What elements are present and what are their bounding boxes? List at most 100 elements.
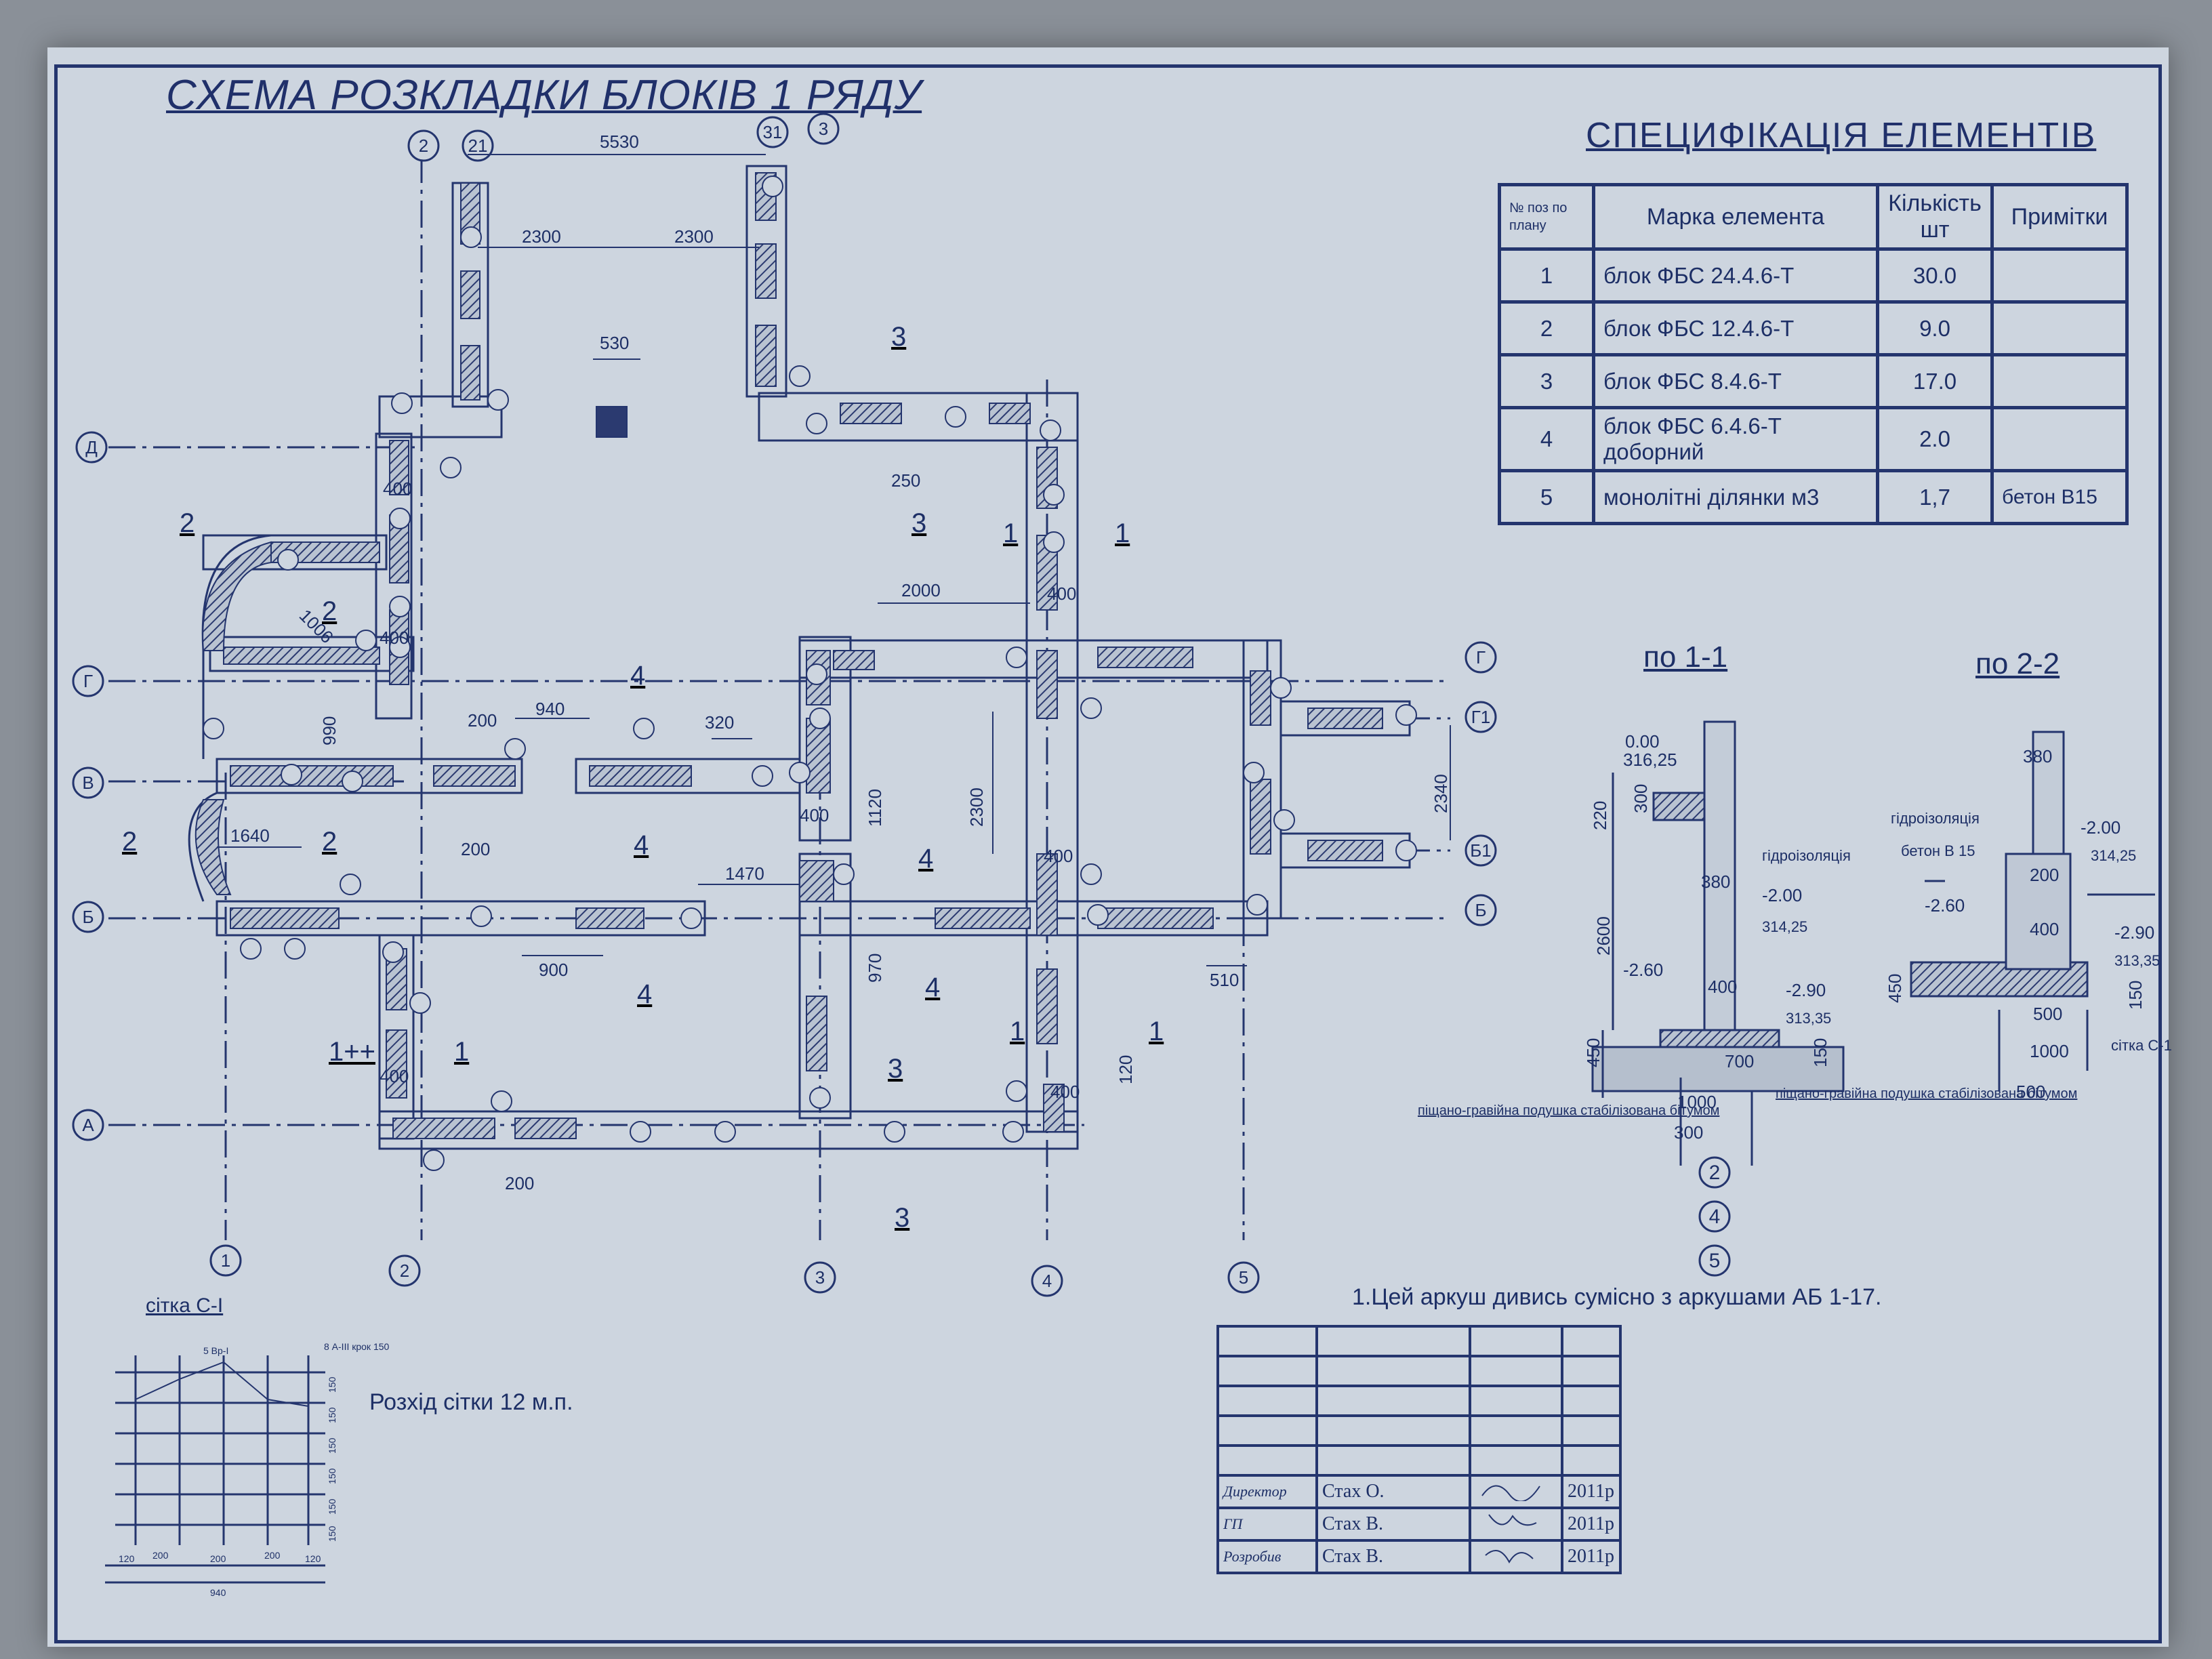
spec-header-notes: Примітки <box>1990 183 2129 251</box>
spec-header-mark: Марка елемента <box>1592 183 1879 251</box>
mesh-dim-200c: 200 <box>264 1550 281 1561</box>
svg-text:200: 200 <box>505 1173 534 1193</box>
svg-text:510: 510 <box>1210 970 1239 990</box>
svg-text:4: 4 <box>1042 1271 1052 1291</box>
sec1-level-290: -2.90 <box>1786 980 1826 1000</box>
svg-text:3: 3 <box>819 119 828 139</box>
dimension-lines <box>217 154 1451 966</box>
mesh-rebar-note: 5 Вр-І <box>203 1345 228 1356</box>
svg-text:400: 400 <box>1050 1082 1080 1102</box>
svg-text:940: 940 <box>535 699 565 719</box>
svg-text:400: 400 <box>1044 846 1073 866</box>
svg-text:5530: 5530 <box>600 131 639 152</box>
sec2-cushion: піщано-гравійна подушка стабілізована бі… <box>1776 1086 2077 1101</box>
svg-text:Г: Г <box>83 671 93 691</box>
title-block: Директор Стах О. 2011р ГП Стах В. 2011р … <box>1216 1325 1622 1574</box>
sec1-axis-5: 5 <box>1709 1250 1721 1272</box>
block-segments <box>194 172 1383 1139</box>
sec1-300b: 300 <box>1674 1122 1703 1143</box>
spec-mark: блок ФБС 12.4.6-Т <box>1592 300 1879 356</box>
svg-text:970: 970 <box>865 954 885 983</box>
stamp-row-empty <box>1216 1385 1622 1417</box>
sec1-level-0: 0.00 <box>1625 731 1660 752</box>
spec-qty: 17.0 <box>1876 353 1994 409</box>
sec1-700: 700 <box>1725 1051 1754 1071</box>
sec1-level-200: -2.00 <box>1762 885 1802 905</box>
spec-mark: блок ФБС 8.4.6-Т <box>1592 353 1879 409</box>
sec1-waterproofing: гідроізоляція <box>1762 847 1851 864</box>
sec2-1000: 1000 <box>2030 1041 2069 1061</box>
stamp-role: Розробив <box>1216 1539 1318 1574</box>
spec-mark: монолітні ділянки м3 <box>1592 469 1879 525</box>
svg-text:1: 1 <box>1010 1017 1025 1046</box>
stamp-year: 2011р <box>1561 1507 1622 1542</box>
sheet-note: 1.Цей аркуш дивись сумісно з аркушами АБ… <box>1352 1284 1882 1310</box>
table-row: Розробив Стах В. 2011р <box>1216 1539 1622 1574</box>
stamp-name: Стах О. <box>1315 1474 1471 1509</box>
stamp-role: ГП <box>1216 1507 1318 1542</box>
svg-text:3: 3 <box>895 1203 909 1233</box>
drawing-frame <box>54 64 2162 1643</box>
stamp-row-empty <box>1216 1325 1622 1357</box>
mesh-usage: Розхід сітки 12 м.п. <box>369 1389 573 1415</box>
svg-text:400: 400 <box>1047 583 1076 604</box>
block-markers <box>203 176 1417 1171</box>
sec1-1000: 1000 <box>1677 1092 1717 1112</box>
mesh-dim-940: 940 <box>210 1587 226 1598</box>
mesh-dim-150a: 150 <box>327 1376 337 1393</box>
svg-text:1: 1 <box>454 1037 469 1067</box>
svg-text:1: 1 <box>1149 1017 1164 1046</box>
svg-text:400: 400 <box>800 805 829 825</box>
mesh-dim-150d: 150 <box>327 1468 337 1484</box>
signature <box>1469 1474 1563 1509</box>
mesh-dim-150b: 150 <box>327 1407 337 1423</box>
mesh-dim-200a: 200 <box>152 1550 169 1561</box>
sec1-380: 380 <box>1701 872 1730 892</box>
svg-text:320: 320 <box>705 712 734 733</box>
sec2-150: 150 <box>2125 981 2146 1010</box>
svg-text:2340: 2340 <box>1431 774 1451 813</box>
stamp-row-empty <box>1216 1444 1622 1477</box>
spec-table: № поз по плану Марка елемента Кількість … <box>1498 183 2129 525</box>
section-2-label: по 2-2 <box>1975 647 2060 680</box>
svg-text:Б: Б <box>82 907 94 927</box>
sec1-150: 150 <box>1810 1038 1830 1067</box>
sec2-400: 400 <box>2030 919 2059 939</box>
stamp-year: 2011р <box>1561 1474 1622 1509</box>
svg-text:400: 400 <box>380 628 409 648</box>
sec2-500b: 500 <box>2016 1082 2045 1102</box>
spec-header-row: № поз по плану Марка елемента Кількість … <box>1498 183 2129 251</box>
spec-mark: блок ФБС 24.4.6-Т <box>1592 247 1879 304</box>
svg-text:200: 200 <box>461 839 490 859</box>
svg-text:2: 2 <box>322 596 337 626</box>
sec1-2600: 2600 <box>1593 916 1614 956</box>
svg-text:400: 400 <box>380 1066 409 1086</box>
svg-text:1640: 1640 <box>230 825 270 846</box>
svg-text:3: 3 <box>912 508 926 538</box>
svg-text:31: 31 <box>763 122 783 142</box>
stamp-row-empty <box>1216 1355 1622 1387</box>
spec-num: 2 <box>1498 300 1595 356</box>
sec1-level-260: -2.60 <box>1623 960 1663 980</box>
svg-text:Б: Б <box>1475 900 1486 920</box>
mesh-title: сітка С-І <box>146 1294 224 1317</box>
sec1-400: 400 <box>1708 977 1737 997</box>
svg-text:3: 3 <box>891 322 906 352</box>
svg-text:1: 1 <box>221 1250 230 1271</box>
sec2-level-260: -2.60 <box>1925 895 1965 916</box>
mesh-dim-200b: 200 <box>210 1553 226 1564</box>
svg-text:2300: 2300 <box>522 226 561 247</box>
sec1-cushion: піщано-гравійна подушка стабілізована бі… <box>1418 1103 1719 1118</box>
svg-text:Д: Д <box>85 437 98 457</box>
signature <box>1469 1507 1563 1542</box>
sec2-200: 200 <box>2030 865 2059 885</box>
sec2-mark-314: 314,25 <box>2091 847 2136 864</box>
mesh-dim-120b: 120 <box>305 1553 321 1564</box>
table-row: 3 блок ФБС 8.4.6-Т 17.0 <box>1498 353 2129 409</box>
sec2-380: 380 <box>2023 746 2052 766</box>
svg-text:В: В <box>82 773 94 793</box>
svg-text:2000: 2000 <box>901 580 941 600</box>
